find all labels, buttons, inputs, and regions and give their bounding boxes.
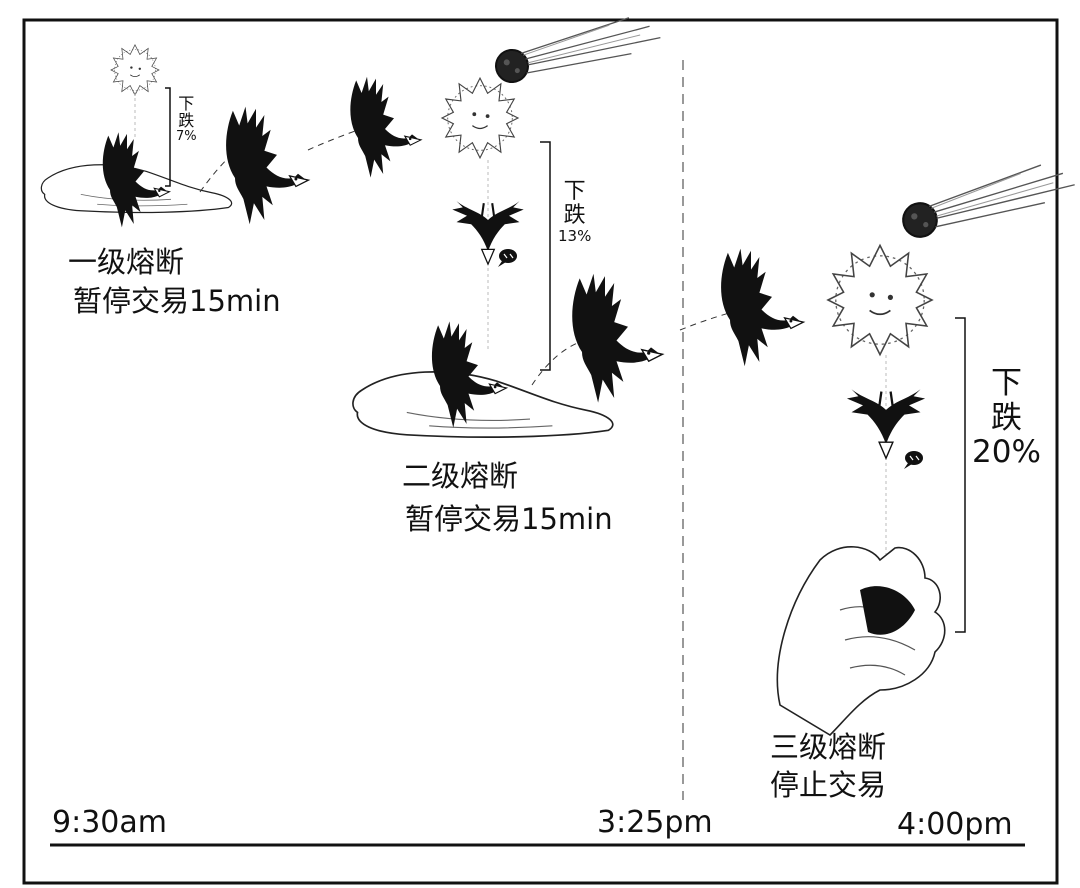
stage-3-level-label: 三级熔断 [770, 730, 887, 764]
frame-border [22, 18, 1059, 885]
bird-icon [571, 273, 664, 404]
stage-2-action-label: 暂停交易15min [405, 502, 613, 536]
stage-3-drop-label: 下 跌 20% [972, 365, 1041, 471]
time-start-label: 9:30am [52, 805, 167, 840]
stage-1-art [40, 14, 664, 228]
stage-1-drop-label: 下 跌 7% [176, 94, 197, 144]
time-end-label: 4:00pm [897, 807, 1013, 842]
stage-2-drop-label: 下 跌 13% [558, 179, 592, 246]
time-mid-label: 3:25pm [597, 805, 713, 840]
explosion-icon [441, 77, 519, 159]
bird-icon [720, 247, 805, 367]
meteor-icon [492, 14, 664, 85]
meteor-icon [897, 160, 1080, 240]
stage-1-action-label: 暂停交易15min [73, 284, 281, 318]
hand-icon [352, 371, 614, 438]
bird-icon [349, 76, 422, 179]
explosion-icon [110, 44, 160, 96]
bird-icon [225, 105, 310, 225]
speech-bubble-icon [497, 248, 518, 268]
hand-icon [776, 546, 946, 737]
explosion-icon [827, 244, 933, 356]
stage-2-level-label: 二级熔断 [402, 459, 519, 493]
stage-3-action-label: 停止交易 [770, 768, 887, 802]
stage-3-art [776, 160, 1080, 737]
speech-bubble-icon [903, 450, 924, 470]
stage-1-level-label: 一级熔断 [68, 245, 185, 279]
stage-2-art [352, 141, 805, 438]
